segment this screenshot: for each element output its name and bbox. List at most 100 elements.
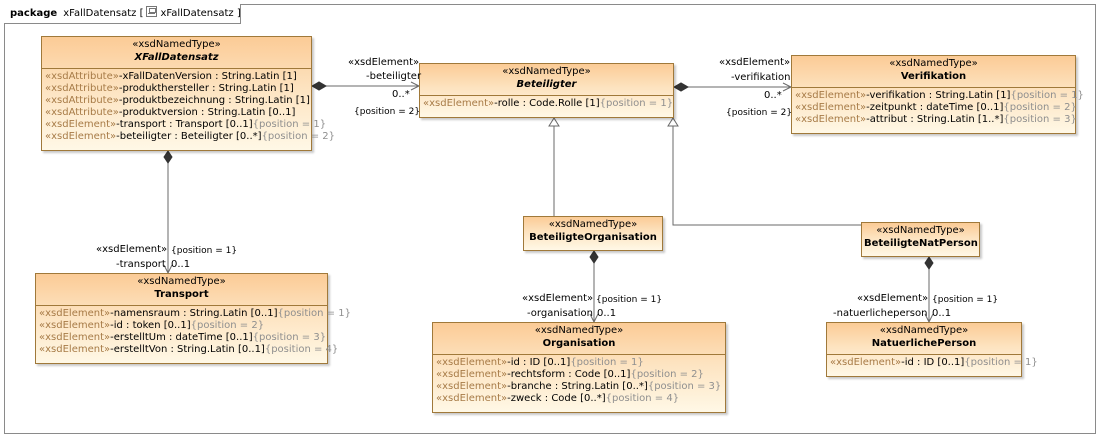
attribute-text: -beteiligter : Beteiligter [0..*] [116, 131, 262, 142]
association-tag-transport: {position = 1} [171, 246, 238, 256]
attribute-stereotype: «xsdElement» [39, 308, 111, 319]
attribute-tag: {position = 3} [1003, 114, 1077, 125]
association-multiplicity-organisation: 0..1 [597, 308, 617, 319]
association-multiplicity-transport: 0..1 [171, 259, 191, 270]
attribute-row[interactable]: «xsdElement»-id : ID [0..1]{position = 1… [436, 357, 722, 369]
association-stereotype-natuerlicheperson: «xsdElement» [857, 293, 929, 304]
attribute-text: -rolle : Code.Rolle [1] [494, 98, 600, 109]
attribute-row[interactable]: «xsdElement»-transport : Transport [0..1… [45, 119, 326, 131]
attribute-text: -zeitpunkt : dateTime [0..1] [866, 102, 1004, 113]
attribute-tag: {position = 2} [1003, 102, 1077, 113]
class-name: Verifikation [900, 71, 967, 82]
attribute-row[interactable]: «xsdElement»-branche : String.Latin [0..… [436, 381, 722, 393]
attribute-row[interactable]: «xsdElement»-id : token [0..1]{position … [39, 320, 324, 332]
class-beteiligtenatperson[interactable]: «xsdNamedType» BeteiligteNatPerson [861, 222, 980, 257]
attribute-row[interactable]: «xsdElement»-verifikation : String.Latin… [795, 90, 1084, 102]
attribute-stereotype: «xsdElement» [423, 98, 495, 109]
attribute-text: -transport : Transport [0..1] [116, 119, 253, 130]
attribute-stereotype: «xsdElement» [436, 381, 508, 392]
attribute-text: -erstelltVon : String.Latin [0..1] [110, 344, 265, 355]
association-role-organisation: -organisation [527, 308, 593, 319]
association-multiplicity-verifikation: 0..* [764, 90, 782, 101]
class-stereotype: «xsdNamedType» [534, 325, 624, 336]
class-name: NatuerlichePerson [871, 338, 977, 349]
attribute-stereotype: «xsdElement» [39, 344, 111, 355]
attribute-stereotype: «xsdElement» [436, 357, 508, 368]
class-name: Organisation [542, 338, 616, 349]
attribute-row[interactable]: «xsdElement»-id : ID [0..1]{position = 1… [830, 357, 1038, 369]
attribute-stereotype: «xsdElement» [830, 357, 902, 368]
attribute-stereotype: «xsdElement» [795, 102, 867, 113]
attribute-tag: {position = 1} [1010, 90, 1084, 101]
composition-diamond-transport [163, 150, 173, 164]
attribute-stereotype: «xsdAttribute» [45, 107, 119, 118]
package-name[interactable]: xFallDatensatz [63, 8, 137, 19]
class-verifikation[interactable]: «xsdNamedType» Verifikation «xsdElement»… [791, 55, 1084, 134]
attribute-row[interactable]: «xsdElement»-zweck : Code [0..*]{positio… [436, 393, 722, 405]
attribute-text: -produktbezeichnung : String.Latin [1] [118, 95, 310, 106]
attribute-row[interactable]: «xsdAttribute»-produktbezeichnung : Stri… [45, 95, 310, 107]
class-name: BeteiligteOrganisation [529, 232, 657, 243]
association-role-transport: -transport [116, 259, 166, 270]
attribute-row[interactable]: «xsdAttribute»-xFallDatenVersion : Strin… [45, 71, 308, 83]
attribute-text: -zweck : Code [0..*] [507, 393, 606, 404]
association-stereotype-verifikation: «xsdElement» [719, 57, 791, 68]
attribute-stereotype: «xsdElement» [45, 131, 117, 142]
attribute-stereotype: «xsdElement» [39, 320, 111, 331]
class-name: Beteiligter [516, 79, 577, 90]
attribute-text: -produktversion : String.Latin [0..1] [118, 107, 296, 118]
class-transport[interactable]: «xsdNamedType» Transport «xsdElement»-na… [35, 273, 351, 364]
association-role-beteiligter: -beteiligter [366, 71, 422, 82]
attribute-row[interactable]: «xsdElement»-rolle : Code.Rolle [1]{posi… [423, 98, 673, 110]
bracket-close: ] [236, 8, 241, 19]
attribute-tag: {position = 2} [190, 320, 265, 331]
attribute-tag: {position = 2} [261, 131, 335, 142]
attribute-tag: {position = 3} [647, 381, 722, 392]
attribute-tag: {position = 4} [264, 344, 339, 355]
attribute-row[interactable]: «xsdElement»-beteiligter : Beteiligter [… [45, 131, 335, 143]
class-name: Transport [154, 289, 209, 300]
attribute-stereotype: «xsdElement» [795, 114, 867, 125]
generalization-line-natperson[interactable] [672, 125, 920, 226]
association-multiplicity-beteiligter: 0..* [392, 89, 410, 100]
attribute-tag: {position = 1} [277, 308, 351, 319]
class-stereotype: «xsdNamedType» [879, 325, 969, 336]
attribute-row[interactable]: «xsdElement»-attribut : String.Latin [1.… [795, 114, 1077, 126]
attribute-row[interactable]: «xsdElement»-zeitpunkt : dateTime [0..1]… [795, 102, 1077, 114]
attribute-tag: {position = 1} [964, 357, 1038, 368]
association-tag-natuerlicheperson: {position = 1} [932, 295, 999, 305]
attribute-stereotype: «xsdAttribute» [45, 71, 119, 82]
attribute-text: -erstelltUm : dateTime [0..1] [110, 332, 253, 343]
attribute-text: -id : ID [0..1] [507, 357, 571, 368]
class-xfalldatensatz[interactable]: «xsdNamedType» XFallDatensatz «xsdAttrib… [41, 36, 335, 151]
class-beteiligter[interactable]: «xsdNamedType» Beteiligter «xsdElement»-… [419, 63, 674, 118]
class-stereotype: «xsdNamedType» [137, 276, 226, 287]
association-role-verifikation: -verifikation [731, 72, 791, 83]
bracket-open: [ [139, 8, 144, 19]
attribute-compartment: «xsdElement»-id : ID [0..1]{position = 1… [827, 354, 1038, 371]
attribute-row[interactable]: «xsdElement»-rechtsform : Code [0..1]{po… [436, 369, 722, 381]
attribute-text: -attribut : String.Latin [1..*] [866, 114, 1004, 125]
attribute-stereotype: «xsdElement» [436, 369, 508, 380]
attribute-tag: {position = 1} [570, 357, 644, 368]
attribute-row[interactable]: «xsdElement»-erstelltVon : String.Latin … [39, 344, 338, 356]
class-natuerlicheperson[interactable]: «xsdNamedType» NatuerlichePerson «xsdEle… [826, 322, 1038, 377]
attribute-tag: {position = 1} [252, 119, 327, 130]
attribute-text: -produkthersteller : String.Latin [1] [118, 83, 294, 94]
class-stereotype: «xsdNamedType» [889, 58, 978, 69]
generalization-triangle-natperson [667, 117, 679, 127]
attribute-stereotype: «xsdAttribute» [45, 95, 119, 106]
association-tag-beteiligter: {position = 2} [354, 107, 421, 117]
association-stereotype-organisation: «xsdElement» [522, 293, 594, 304]
attribute-row[interactable]: «xsdElement»-namensraum : String.Latin [… [39, 308, 351, 320]
class-beteiligteorganisation[interactable]: «xsdNamedType» BeteiligteOrganisation [523, 216, 663, 251]
class-organisation[interactable]: «xsdNamedType» Organisation «xsdElement»… [432, 322, 726, 413]
composition-diamond-beteiligter [310, 81, 328, 91]
class-stereotype: «xsdNamedType» [876, 225, 965, 236]
attribute-row[interactable]: «xsdAttribute»-produktversion : String.L… [45, 107, 308, 119]
attribute-row[interactable]: «xsdAttribute»-produkthersteller : Strin… [45, 83, 308, 95]
attribute-compartment: «xsdElement»-rolle : Code.Rolle [1]{posi… [420, 95, 673, 112]
attribute-compartment: «xsdElement»-id : ID [0..1]{position = 1… [433, 354, 725, 407]
attribute-row[interactable]: «xsdElement»-erstelltUm : dateTime [0..1… [39, 332, 326, 344]
diagram-name[interactable]: xFallDatensatz [160, 8, 234, 19]
